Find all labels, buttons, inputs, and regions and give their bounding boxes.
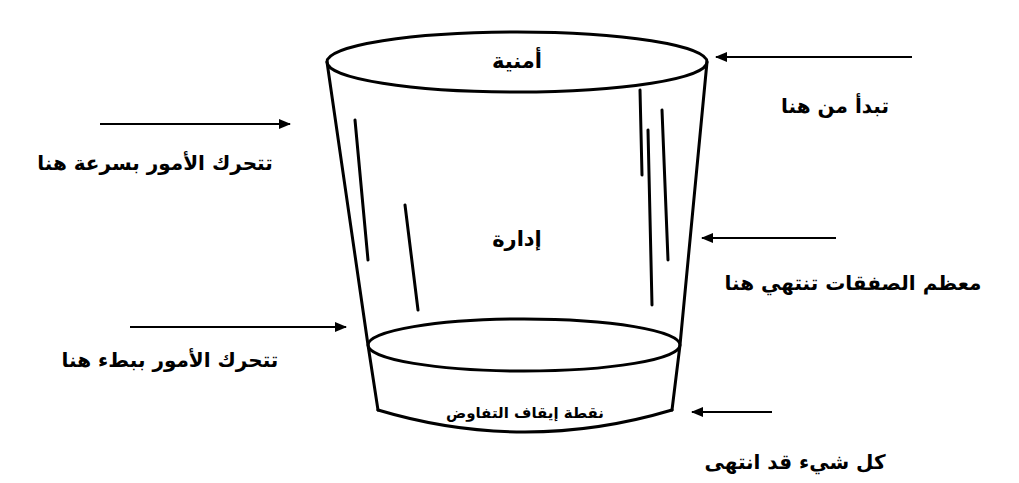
outline bbox=[327, 32, 707, 92]
outline bbox=[327, 62, 378, 410]
callout-label: تتحرك الأمور ببطء هنا bbox=[62, 348, 279, 372]
wish-ellipse: أمنية bbox=[325, 30, 709, 94]
leader-arrow bbox=[692, 411, 772, 413]
glass-body: إدارة bbox=[325, 60, 709, 440]
glass-glare bbox=[640, 90, 642, 175]
outline bbox=[672, 62, 707, 410]
leader-arrow bbox=[100, 123, 290, 125]
leader-arrow bbox=[702, 237, 836, 239]
node-text: نقطة إيقاف التفاوض bbox=[446, 404, 604, 422]
leader-arrow bbox=[130, 326, 346, 328]
callout-label: تتحرك الأمور بسرعة هنا bbox=[37, 151, 273, 175]
glass-glare bbox=[355, 120, 368, 260]
node-text: أمنية bbox=[492, 49, 542, 74]
callout-label: كل شيء قد انتهى bbox=[704, 450, 885, 474]
outline bbox=[368, 319, 680, 371]
glass-glare bbox=[405, 205, 418, 310]
leader-arrow bbox=[716, 56, 912, 58]
glass-glare bbox=[648, 130, 652, 305]
callout-label: تبدأ من هنا bbox=[781, 94, 889, 118]
callout-label: معظم الصفقات تنتهي هنا bbox=[724, 271, 981, 295]
node-text: إدارة bbox=[492, 227, 542, 252]
stop-point-band: نقطة إيقاف التفاوض bbox=[360, 318, 690, 438]
glass-glare bbox=[662, 110, 668, 260]
